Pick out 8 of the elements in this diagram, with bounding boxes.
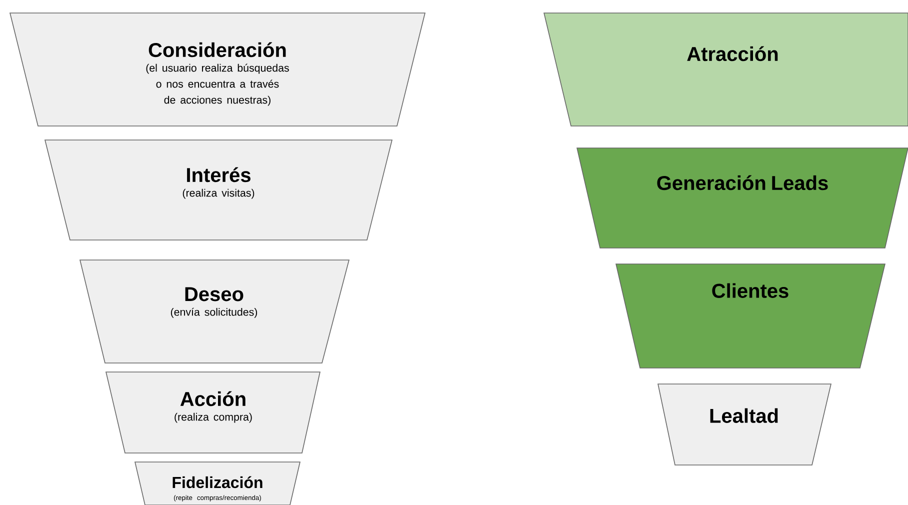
funnel-stage: Atracción — [544, 12, 908, 126]
funnel-stage: Lealtad — [658, 384, 832, 466]
funnel-stage: Interés (realiza visitas) — [44, 140, 393, 240]
funnel-stage: Clientes — [616, 264, 886, 368]
funnel-stage: Deseo (envía solicitudes) — [80, 260, 350, 364]
funnel-stage: Consideración (el usuario realiza búsquedas o nos encuentra a través de acciones nuestras) — [10, 12, 426, 126]
funnel-stage: Acción (realiza compra) — [106, 372, 320, 454]
funnel-stage: Generación Leads — [576, 148, 908, 248]
